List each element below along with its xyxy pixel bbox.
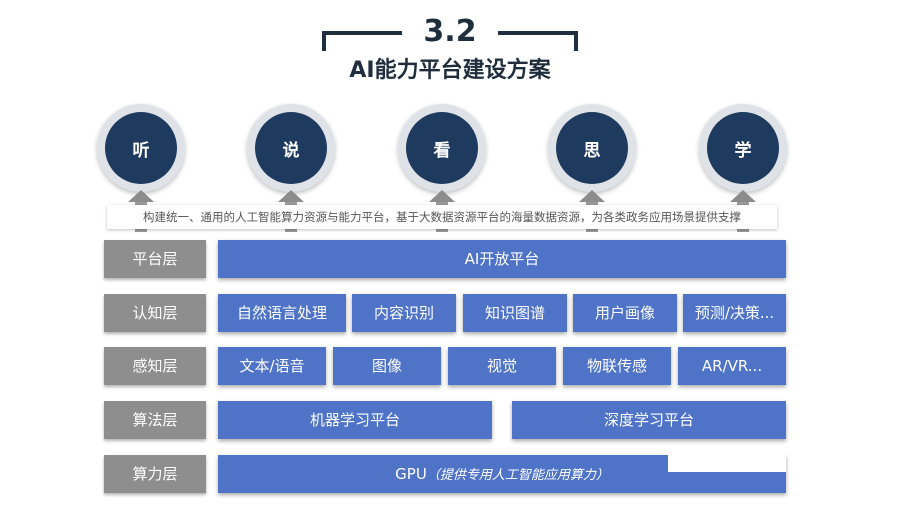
cognition-box-nlp: 自然语言处理 (218, 294, 346, 332)
layer-label-perception: 感知层 (104, 347, 206, 385)
capability-circle-learn: 学 (699, 104, 787, 192)
layer-label-cognition: 认知层 (104, 294, 206, 332)
algorithm-box-machine-learning: 机器学习平台 (218, 401, 492, 439)
cognition-box-knowledge-graph: 知识图谱 (463, 294, 567, 332)
capability-label: 说 (255, 112, 327, 184)
perception-box-ar-vr: AR/VR... (678, 347, 786, 385)
gpu-note: （提供专用人工智能应用算力） (426, 468, 609, 483)
capability-label: 看 (406, 112, 478, 184)
header-bracket-left-horizontal (322, 31, 402, 35)
perception-box-image: 图像 (333, 347, 441, 385)
white-overlay-patch (668, 452, 786, 472)
capability-label: 思 (556, 112, 628, 184)
capability-circle-think: 思 (548, 104, 636, 192)
perception-box-text-speech: 文本/语音 (218, 347, 326, 385)
gpu-label: GPU (395, 465, 427, 483)
section-number: 3.2 (423, 14, 477, 49)
capability-label: 听 (105, 112, 177, 184)
platform-box-ai-open-platform: AI开放平台 (218, 240, 786, 278)
capability-label: 学 (707, 112, 779, 184)
header-bracket-right-horizontal (498, 31, 578, 35)
algorithm-box-deep-learning: 深度学习平台 (512, 401, 786, 439)
header-bracket-right-vertical (574, 31, 578, 51)
capability-circle-see: 看 (398, 104, 486, 192)
cognition-box-prediction: 预测/决策... (683, 294, 786, 332)
layer-label-algorithm: 算法层 (104, 401, 206, 439)
description-banner: 构建统一、通用的人工智能算力资源与能力平台，基于大数据资源平台的海量数据资源，为… (107, 205, 777, 229)
cognition-box-user-profile: 用户画像 (573, 294, 677, 332)
perception-box-vision: 视觉 (448, 347, 556, 385)
page-title: AI能力平台建设方案 (349, 58, 551, 83)
header-bracket-left-vertical (322, 31, 326, 51)
capability-circle-speak: 说 (247, 104, 335, 192)
layer-label-compute: 算力层 (104, 455, 206, 493)
layer-label-platform: 平台层 (104, 240, 206, 278)
cognition-box-content-recognition: 内容识别 (352, 294, 456, 332)
capability-circle-listen: 听 (97, 104, 185, 192)
perception-box-iot-sensing: 物联传感 (563, 347, 671, 385)
